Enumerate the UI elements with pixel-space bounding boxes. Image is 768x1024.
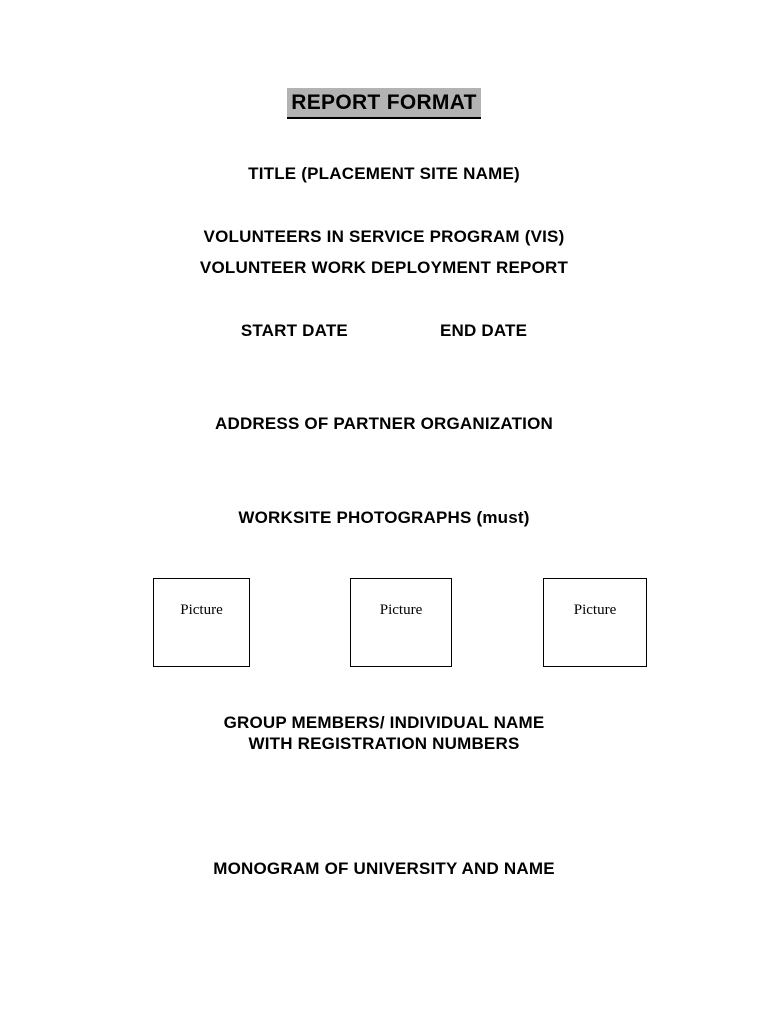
placement-site-heading: TITLE (PLACEMENT SITE NAME) bbox=[248, 164, 520, 183]
group-members-line2: WITH REGISTRATION NUMBERS bbox=[248, 734, 520, 753]
picture-placeholder: Picture bbox=[350, 578, 452, 667]
worksite-photographs-heading: WORKSITE PHOTOGRAPHS (must) bbox=[238, 508, 530, 527]
report-title: REPORT FORMAT bbox=[287, 88, 481, 119]
picture-placeholder: Picture bbox=[153, 578, 250, 667]
picture-placeholder-label: Picture bbox=[573, 602, 617, 618]
dates-row: START DATE END DATE bbox=[0, 320, 768, 341]
group-members-heading: GROUP MEMBERS/ INDIVIDUAL NAME WITH REGI… bbox=[0, 712, 768, 754]
group-members-line1: GROUP MEMBERS/ INDIVIDUAL NAME bbox=[223, 713, 545, 732]
start-date-label: START DATE bbox=[240, 321, 348, 340]
monogram-heading: MONOGRAM OF UNIVERSITY AND NAME bbox=[213, 859, 555, 878]
end-date-label: END DATE bbox=[439, 321, 528, 340]
picture-placeholder: Picture bbox=[543, 578, 647, 667]
address-heading: ADDRESS OF PARTNER ORGANIZATION bbox=[214, 414, 553, 433]
program-name-heading: VOLUNTEERS IN SERVICE PROGRAM (VIS) bbox=[203, 227, 565, 246]
picture-placeholder-label: Picture bbox=[379, 602, 423, 618]
picture-placeholder-label: Picture bbox=[180, 602, 223, 618]
report-title-row: REPORT FORMAT bbox=[0, 88, 768, 119]
deployment-report-heading: VOLUNTEER WORK DEPLOYMENT REPORT bbox=[199, 258, 569, 277]
